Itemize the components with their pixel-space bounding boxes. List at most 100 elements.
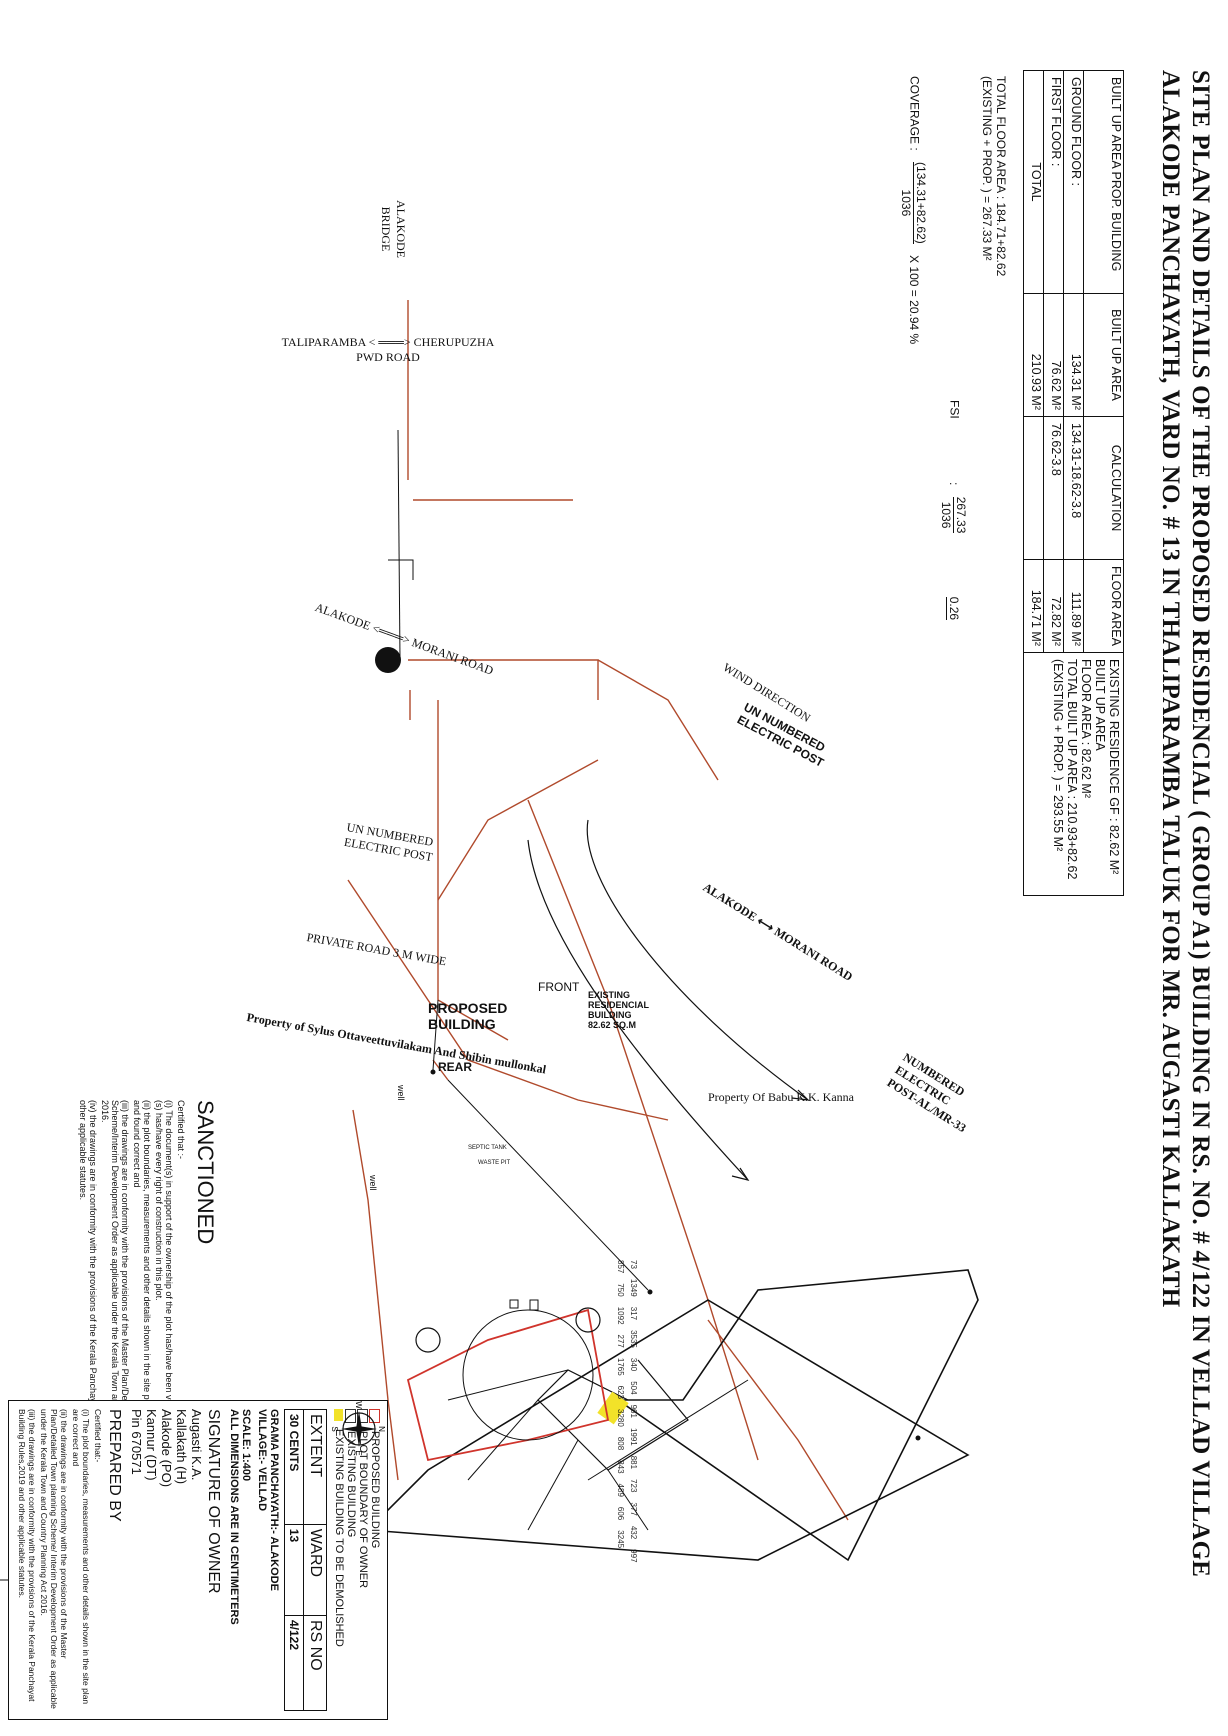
dim: 432 [629, 1525, 638, 1540]
row-builtup-first: 76.62 M² [1043, 293, 1064, 417]
row-floor-ground: 111.89 M² [1063, 559, 1084, 653]
extent-label: EXTENT [303, 1409, 327, 1525]
electric-post-line-1 [432, 999, 439, 1071]
title-line-2: ALAKODE PANCHAYATH, VARD NO. # 13 IN THA… [1157, 70, 1184, 1308]
compass-n: N [377, 1426, 386, 1432]
dim: 843 [616, 1460, 625, 1474]
dims-note: ALL DIMENSIONS ARE IN CENTIMETERS [228, 1409, 240, 1625]
prepared-heading: PREPARED BY [106, 1409, 123, 1522]
dim: 3535 [629, 1330, 638, 1348]
dim: 857 [616, 1260, 625, 1274]
well-2-icon [575, 1307, 601, 1333]
ward-label: WARD [303, 1524, 327, 1616]
electric-post-1-icon [430, 1069, 436, 1075]
existing-floor-label: FLOOR AREA [1079, 659, 1093, 739]
fsi-result: 0.26 [946, 596, 962, 621]
prepared-item: (i) The plot boundaries, measurements an… [71, 1409, 91, 1705]
existing-2: RESIDENCIAL [588, 1000, 650, 1010]
total-floor-area-block: TOTAL FLOOR AREA : 184.71+82.62 (EXISTIN… [980, 76, 1008, 496]
owner-line: Alakode (PO) [159, 1409, 174, 1488]
extent-value: 30 CENTS [284, 1409, 304, 1525]
legend-demolish-label: EXISTING BUILDING TO BE DEMOLISHED [333, 1429, 345, 1647]
scale: SCALE: 1:400 [240, 1409, 252, 1482]
tfa-label: TOTAL FLOOR AREA : [994, 76, 1008, 200]
private-road [707, 1319, 849, 1521]
septic-label: SEPTIC TANK [468, 1145, 507, 1151]
septic-tank-icon [529, 1299, 539, 1311]
electric-post-2-icon [647, 1289, 653, 1295]
existing-floor-sep: : [1079, 741, 1093, 746]
existing-building-label: EXISTING RESIDENCIAL BUILDING 82.62 SQ.M [588, 990, 649, 1030]
total-built-up-expr: 210.93+82.62 [1065, 802, 1079, 880]
tfa-result: = 267.33 M² [980, 196, 994, 261]
dim: 623 [616, 1385, 625, 1400]
existing-gf-value: 82.62 M² [1107, 825, 1121, 875]
well-1-icon [415, 1327, 441, 1353]
existing-gf-label: EXISTING RESIDENCE GF : [1107, 659, 1121, 822]
dim: 1765 [616, 1357, 625, 1376]
grama-panchayath: GRAMA PANCHAYATH:- ALAKODE [268, 1409, 280, 1591]
bridge-label: ALAKODE BRIDGE [378, 200, 408, 258]
morani-road-edge [352, 799, 759, 1481]
well-1-label: well [396, 1085, 406, 1101]
dim: 750 [616, 1283, 625, 1297]
compass-e: E [354, 1450, 363, 1455]
total-built-up-label: TOTAL BUILT UP AREA : [1065, 659, 1079, 800]
tfa-expr: 184.71+82.62 [994, 202, 1008, 277]
row-calc-first: 76.62-3.8 [1043, 416, 1064, 560]
dim: 3280 [616, 1409, 625, 1427]
dim: 73 [629, 1260, 638, 1269]
property-right-label: Property Of Babu K.K. Kanna [708, 1090, 854, 1104]
proposed-2: BUILDING [428, 1016, 496, 1032]
prepared-certified: Certified that:- [93, 1409, 103, 1463]
fsi-numerator: 267.33 [953, 496, 968, 534]
owner-line: Augasti K.A. [189, 1409, 204, 1481]
existing-wall-line [587, 1379, 749, 1481]
extent-ward-table: EXTENT WARD RS NO 30 CENTS 13 4/122 [284, 1409, 327, 1711]
bridge-label-1: ALAKODE [394, 200, 408, 258]
pwd-road-label: TALIPARAMBA < ═══> CHERUPUZHA PWD ROAD [238, 335, 538, 365]
rs-label: RS NO [303, 1615, 327, 1711]
existing-block: EXISTING RESIDENCE GF : 82.62 M² BUILT U… [1023, 652, 1124, 896]
total-built-up-sub: (EXISTING + PROP. ) [1051, 659, 1065, 781]
front-label: FRONT [538, 980, 580, 994]
prepared-item: (iii) the drawings are in conformity wit… [17, 1409, 37, 1702]
pwd-road-label-2: PWD ROAD [356, 350, 420, 364]
title-block: PROPOSED BUILDING PLOT BOUNDARY OF OWNER… [8, 1400, 388, 1720]
prepared-item: (ii) the drawings are in conformity with… [39, 1409, 69, 1709]
ward-value: 13 [284, 1524, 304, 1616]
plot-boundary-main [708, 1290, 898, 1560]
row-floor-first: 72.82 M² [1043, 559, 1064, 653]
existing-built-up-label: BUILT UP AREA [1093, 659, 1107, 751]
existing-1: EXISTING [588, 990, 631, 1000]
dim: 317 [629, 1306, 638, 1321]
dim: 997 [629, 1549, 638, 1563]
dim: 504 [629, 1381, 638, 1395]
dim: 377 [629, 1502, 638, 1516]
dim: 1991 [629, 1427, 638, 1446]
total-built-up-eq: = [1051, 784, 1065, 792]
sheet-frame [74, 70, 1124, 1610]
fsi-label: FSI [947, 400, 962, 419]
dim: 961 [629, 1404, 638, 1418]
existing-floor-value: 82.62 M² [1079, 748, 1093, 798]
tfa-sub: (EXISTING + PROP. ) [980, 76, 994, 193]
owner-line: Kannur (DT) [144, 1409, 159, 1481]
village: VILLAGE:- VELLAD [256, 1409, 268, 1512]
proposed-1: PROPOSED [428, 1000, 508, 1016]
row-total-builtup: 210.93 M² [1023, 293, 1044, 417]
electric-post-line-2 [447, 1079, 649, 1291]
row-total-label: TOTAL [1023, 70, 1044, 294]
coverage-mult: X 100 = 20.94 % [907, 255, 922, 345]
header-built-up-prop: BUILT UP AREA PROP. BUILDING [1083, 70, 1124, 294]
row-calc-ground: 134.31-18.62-3.8 [1063, 416, 1084, 560]
existing-3: BUILDING [588, 1010, 632, 1020]
existing-4: 82.62 SQ.M [588, 1020, 637, 1030]
title-line-1: SITE PLAN AND DETAILS OF THE PROPOSED RE… [1187, 70, 1214, 1578]
header-calculation: CALCULATION [1083, 416, 1124, 560]
header-built-up-area: BUILT UP AREA [1083, 293, 1124, 417]
dim: 340 [629, 1357, 638, 1372]
dim: 723 [629, 1479, 638, 1493]
